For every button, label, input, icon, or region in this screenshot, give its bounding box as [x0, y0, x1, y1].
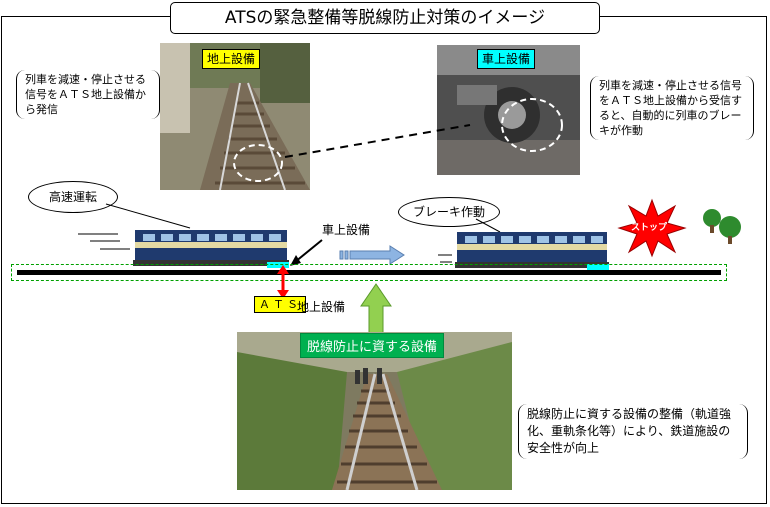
page-title: ATSの緊急整備等脱線防止対策のイメージ: [170, 2, 600, 34]
callout-high-speed: 高速運転: [28, 181, 118, 213]
ground-equipment-label: 地上設備: [297, 298, 345, 315]
derailment-prevention-label: 脱線防止に資する設備: [300, 333, 444, 358]
tree-icon: [700, 205, 750, 245]
note-bottom: 脱線防止に資する設備の整備（軌道強化、重軌条化等）により、鉄道施設の安全性が向上: [518, 404, 748, 459]
callout-brake: ブレーキ作動: [398, 197, 500, 227]
note-left: 列車を減速・停止させる信号をＡＴＳ地上設備から発信: [16, 70, 160, 119]
onboard-equipment-tag: 車上設備: [477, 49, 535, 69]
ground-equipment-tag: 地上設備: [202, 49, 260, 69]
rail: [17, 270, 721, 275]
onboard-equipment-label: 車上設備: [322, 221, 370, 238]
note-right: 列車を減速・停止させる信号をＡＴＳ地上設備から受信すると、自動的に列車のブレーキ…: [590, 76, 754, 140]
stop-label: ストップ: [631, 220, 667, 233]
